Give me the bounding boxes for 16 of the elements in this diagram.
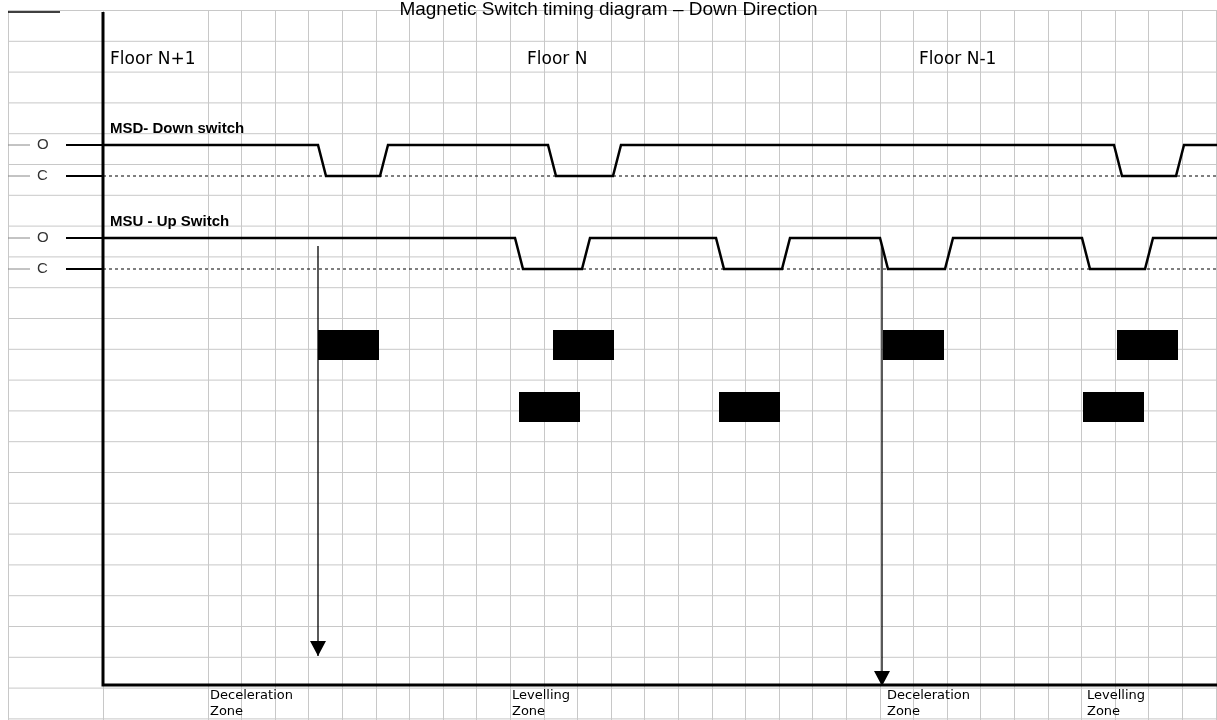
floor-label: Floor N [527,48,588,68]
zone-label: Deceleration Zone [887,687,975,719]
state-label: O [37,135,49,152]
floor-label: Floor N+1 [110,48,196,68]
zone-label: Levelling Zone [512,687,600,719]
zone-label: Deceleration Zone [210,687,298,719]
arrow [874,245,890,687]
signal-label: MSU - Up Switch [110,212,230,229]
diagram-title: Magnetic Switch timing diagram – Down Direction [398,0,819,20]
state-label: C [37,166,48,183]
floor-label: Floor N-1 [919,48,997,68]
signal-label: MSD- Down switch [110,119,245,136]
state-label: C [37,259,48,276]
zone-label: Levelling Zone [1087,687,1175,719]
state-label: O [37,228,49,245]
arrow [310,245,326,657]
